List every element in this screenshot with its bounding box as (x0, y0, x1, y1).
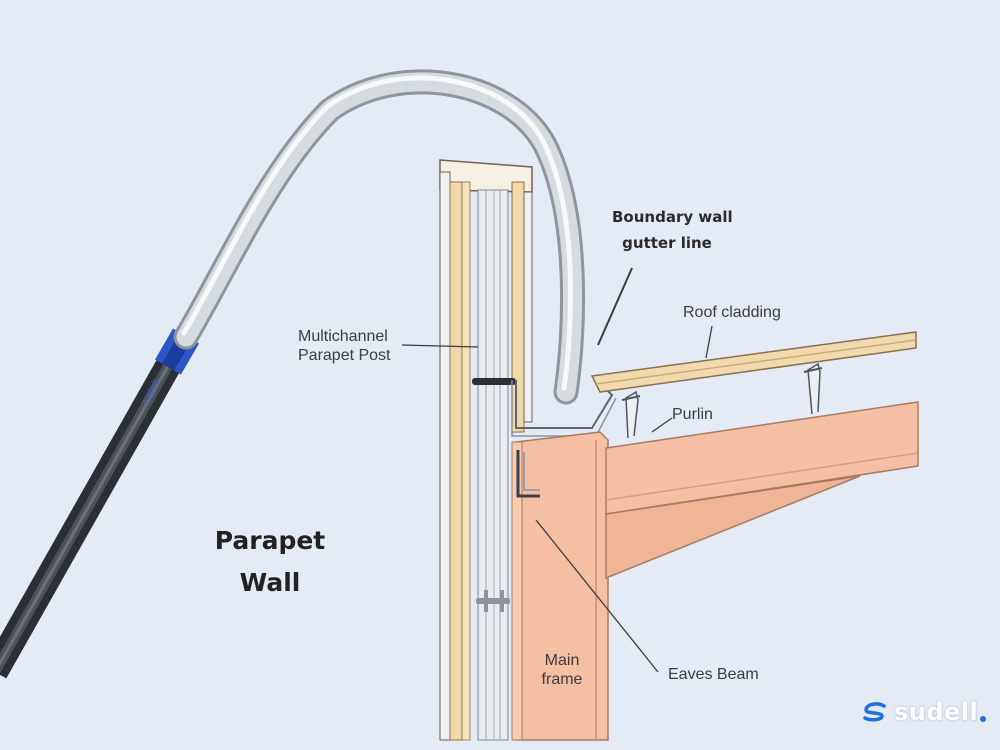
title-line-1: Parapet (214, 526, 326, 555)
label-multichannel-line-2: Parapet Post (298, 347, 391, 364)
label-roof-cladding: Roof cladding (683, 304, 781, 321)
label-multichannel-line-1: Multichannel (298, 328, 388, 345)
diagram-title: Parapet Wall (200, 520, 340, 604)
brand-logo: sudell (862, 697, 987, 727)
label-purlin: Purlin (672, 406, 713, 423)
label-boundary-wall: Boundary wall gutter line (612, 204, 733, 256)
leader-boundary (597, 267, 633, 346)
roof-cladding (590, 331, 917, 393)
leader-multichannel (401, 344, 479, 348)
sudell-logo-icon (863, 702, 886, 722)
label-main-frame: Main frame (538, 651, 586, 689)
main-frame-column (511, 431, 609, 741)
parapet-wall (439, 159, 533, 741)
leader-lines (401, 267, 713, 673)
label-boundary-line-1: Boundary wall (612, 208, 733, 226)
leader-eaves-beam (535, 519, 659, 673)
leader-roof-cladding (705, 325, 713, 359)
label-boundary-line-2: gutter line (622, 234, 712, 252)
multichannel-post (472, 189, 516, 741)
eaves-beam (516, 450, 540, 498)
title-line-2: Wall (239, 568, 301, 597)
brand-name: sudell (894, 698, 979, 726)
rafter (605, 401, 919, 580)
purlins (621, 362, 823, 439)
leader-purlin (651, 417, 673, 433)
label-main-frame-line-2: frame (541, 671, 583, 688)
label-main-frame-line-1: Main (544, 652, 580, 669)
gutter-hook (173, 69, 586, 405)
label-multichannel: Multichannel Parapet Post (298, 327, 391, 365)
brand-dot (980, 716, 987, 722)
telescopic-pole: sudell (0, 328, 199, 679)
label-eaves-beam: Eaves Beam (668, 666, 759, 683)
